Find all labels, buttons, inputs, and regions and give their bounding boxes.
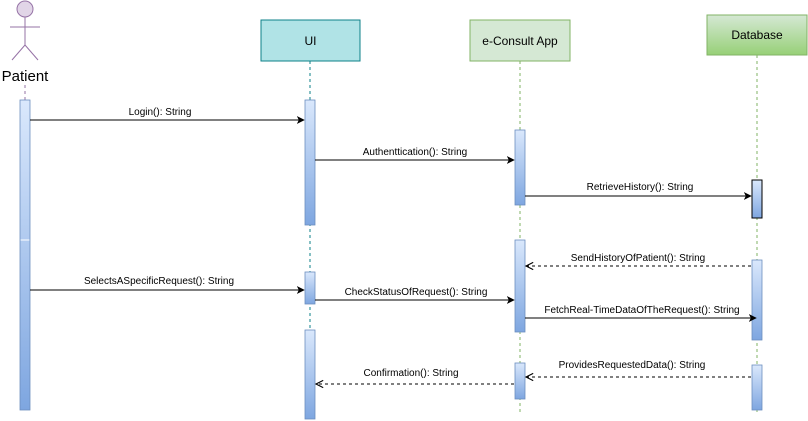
message-login[interactable]: Login(): String [30, 107, 305, 124]
db-activation-1[interactable] [751, 179, 763, 219]
db-header-label: Database [731, 28, 783, 42]
message-confirmation-label: Confirmation(): String [363, 368, 458, 379]
db-activation-2[interactable] [751, 259, 763, 341]
patient-activation[interactable] [19, 99, 31, 411]
message-check-status-label: CheckStatusOfRequest(): String [345, 287, 488, 298]
app-participant[interactable]: e-Consult App [469, 19, 571, 62]
message-retrieve-history[interactable]: RetrieveHistory(): String [525, 182, 752, 200]
message-fetch-realtime-label: FetchReal-TimeDataOfTheRequest(): String [544, 305, 739, 316]
db-header-box [706, 14, 808, 56]
ui-activation-1[interactable] [304, 99, 316, 226]
ui-activation-2[interactable] [304, 271, 316, 305]
message-authentication[interactable]: Authenttication(): String [315, 147, 515, 164]
message-confirmation[interactable]: Confirmation(): String [316, 368, 514, 384]
actor-head [16, 0, 34, 18]
message-selects-request-label: SelectsASpecificRequest(): String [84, 276, 234, 287]
app-activation-1[interactable] [514, 129, 526, 206]
app-header-box [469, 19, 571, 62]
ui-header-label: UI [305, 34, 317, 48]
ui-header-box [260, 19, 361, 62]
message-retrieve-history-label: RetrieveHistory(): String [587, 182, 694, 193]
ui-participant[interactable]: UI [260, 19, 361, 62]
actor-label: Patient [2, 68, 50, 85]
patient-actor[interactable]: Patient [2, 0, 50, 85]
db-activation-3[interactable] [751, 364, 763, 411]
message-selects-request[interactable]: SelectsASpecificRequest(): String [30, 276, 305, 294]
app-activation-2[interactable] [514, 239, 526, 333]
app-header-label: e-Consult App [482, 34, 558, 48]
message-check-status[interactable]: CheckStatusOfRequest(): String [315, 287, 515, 304]
message-authentication-label: Authenttication(): String [363, 147, 468, 158]
message-provides-data[interactable]: ProvidesRequestedData(): String [526, 360, 751, 377]
message-login-label: Login(): String [129, 107, 192, 118]
message-send-history[interactable]: SendHistoryOfPatient(): String [526, 253, 751, 266]
db-participant[interactable]: Database [706, 14, 808, 56]
ui-activation-3[interactable] [304, 329, 316, 420]
app-activation-3[interactable] [514, 362, 526, 400]
message-fetch-realtime[interactable]: FetchReal-TimeDataOfTheRequest(): String [525, 305, 757, 322]
message-send-history-label: SendHistoryOfPatient(): String [571, 253, 706, 264]
message-provides-data-label: ProvidesRequestedData(): String [559, 360, 706, 371]
